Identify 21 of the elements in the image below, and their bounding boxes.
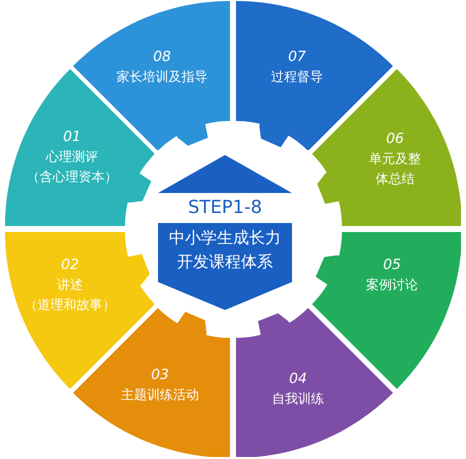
step-label: 单元及整体总结 xyxy=(368,150,422,189)
step-heading: STEP1-8 xyxy=(188,196,262,220)
step-segment xyxy=(236,308,393,458)
step-label: 主题训练活动 xyxy=(120,386,200,405)
step-label: 心理测评（含心理资本） xyxy=(25,148,118,187)
step-label: 过程督导 xyxy=(270,68,324,87)
step-number: 07 xyxy=(288,48,306,66)
step-label: 案例讨论 xyxy=(364,276,419,295)
step-number: 04 xyxy=(289,370,307,388)
step-label: 讲述（道理和故事） xyxy=(23,276,116,315)
step-number: 06 xyxy=(386,130,404,148)
step-number: 03 xyxy=(151,366,169,384)
center-title: 中小学生成长力开发课程体系 xyxy=(168,227,282,273)
step-number: 08 xyxy=(153,48,171,66)
step-number: 02 xyxy=(61,256,79,274)
step-number: 01 xyxy=(63,128,81,146)
step-label: 自我训练 xyxy=(270,390,325,409)
step-label: 家长培训及指导 xyxy=(115,68,208,87)
step-number: 05 xyxy=(383,256,401,274)
step-segment xyxy=(312,232,462,389)
step-segment xyxy=(4,69,154,226)
